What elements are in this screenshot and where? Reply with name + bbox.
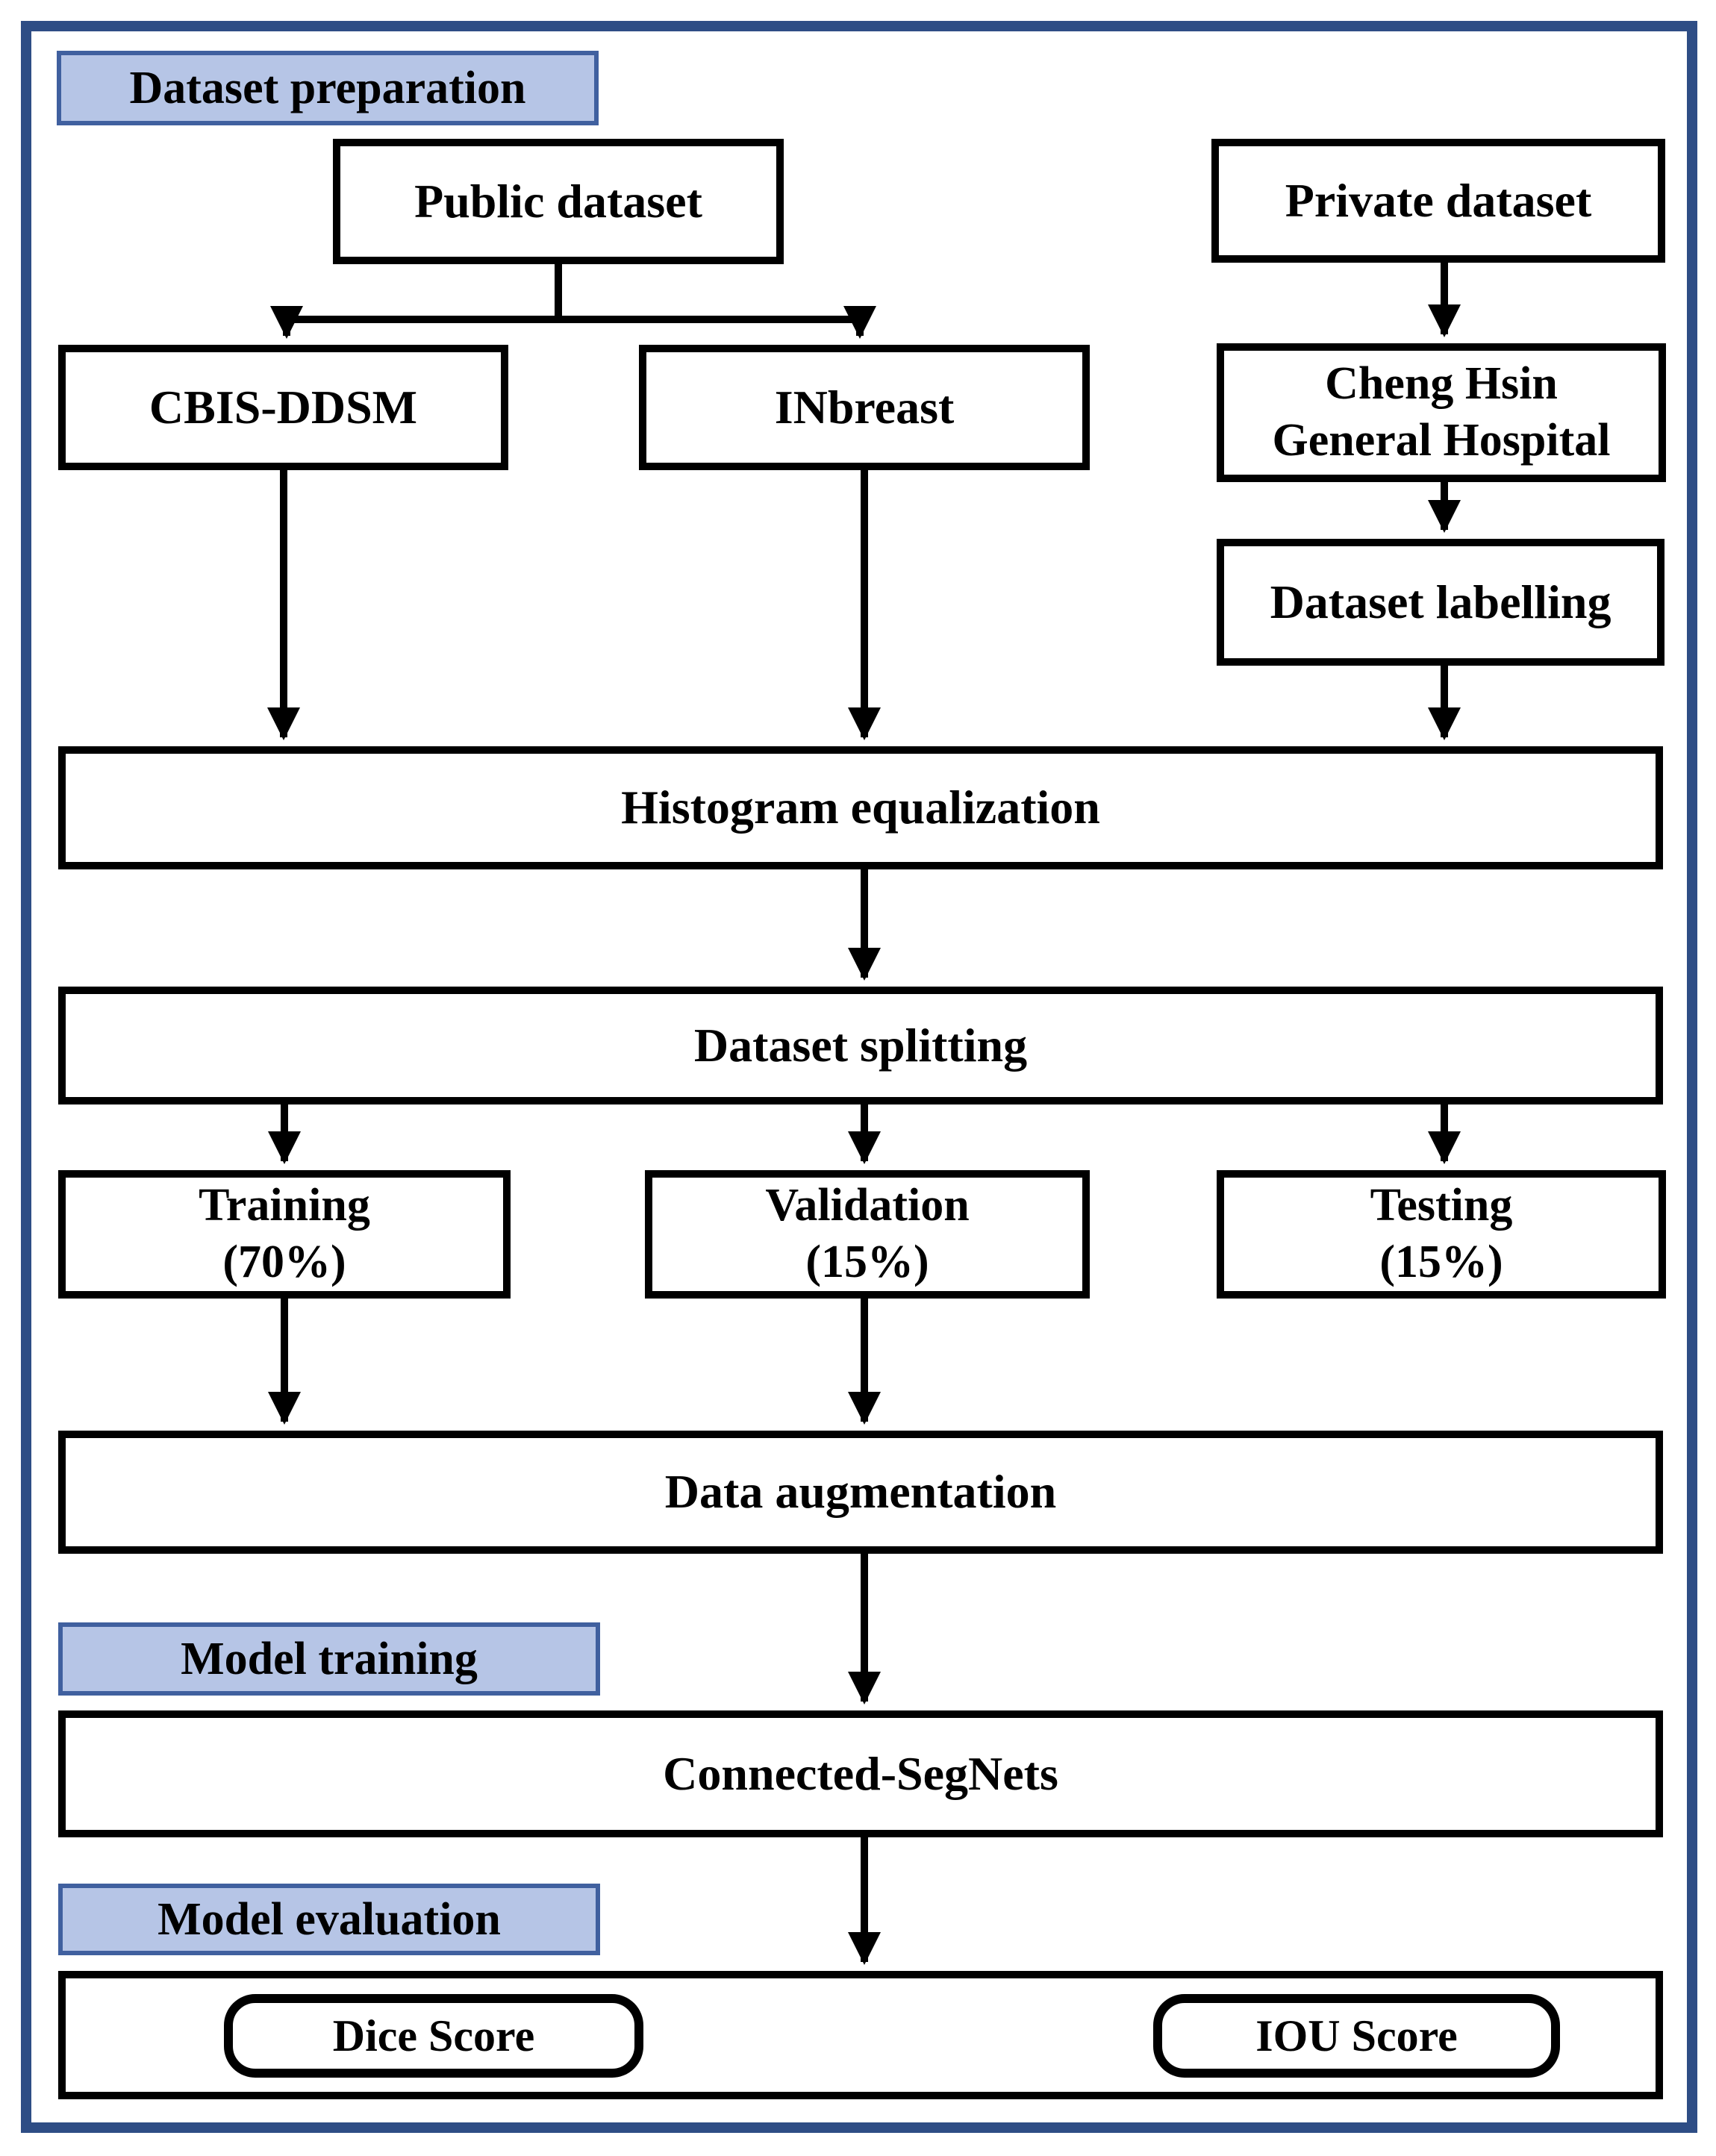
node-iou-score-label: IOU Score [1255,2010,1458,2060]
node-validation-label: Validation (15%) [765,1180,970,1287]
section-model-evaluation: Model evaluation [58,1884,600,1955]
node-cheng-hsin-label: Cheng Hsin General Hospital [1272,358,1611,466]
node-private-dataset: Private dataset [1211,139,1665,263]
section-dataset-preparation: Dataset preparation [57,51,599,125]
node-dataset-labelling: Dataset labelling [1217,539,1664,666]
node-dice-score: Dice Score [224,1994,643,2078]
section-dataset-preparation-label: Dataset preparation [129,62,526,113]
node-dataset-labelling-label: Dataset labelling [1270,575,1612,628]
node-private-dataset-label: Private dataset [1285,173,1592,227]
node-connected-segnets-label: Connected-SegNets [663,1746,1058,1800]
node-histogram-equalization-label: Histogram equalization [621,781,1100,834]
outer-border [21,21,1697,2133]
node-dice-score-label: Dice Score [332,2010,535,2060]
node-cbis-ddsm: CBIS-DDSM [58,345,508,470]
node-testing-15: Testing (15%) [1217,1170,1666,1299]
node-dataset-splitting: Dataset splitting [58,987,1663,1104]
node-public-dataset: Public dataset [333,139,784,264]
node-inbreast-label: INbreast [774,380,955,434]
node-testing-label: Testing (15%) [1370,1180,1513,1287]
section-model-evaluation-label: Model evaluation [157,1893,501,1945]
node-iou-score: IOU Score [1153,1994,1560,2078]
section-model-training: Model training [58,1622,600,1696]
section-model-training-label: Model training [181,1633,478,1684]
node-training-label: Training (70%) [199,1180,370,1287]
node-connected-segnets: Connected-SegNets [58,1710,1663,1837]
node-training-70: Training (70%) [58,1170,511,1299]
node-histogram-equalization: Histogram equalization [58,746,1663,869]
node-data-augmentation: Data augmentation [58,1431,1663,1554]
node-validation-15: Validation (15%) [645,1170,1090,1299]
node-dataset-splitting-label: Dataset splitting [693,1018,1028,1072]
node-cheng-hsin-general-hospital: Cheng Hsin General Hospital [1217,343,1666,482]
node-cbis-ddsm-label: CBIS-DDSM [149,380,418,434]
node-public-dataset-label: Public dataset [414,174,702,228]
node-inbreast: INbreast [639,345,1090,470]
node-data-augmentation-label: Data augmentation [664,1465,1057,1519]
